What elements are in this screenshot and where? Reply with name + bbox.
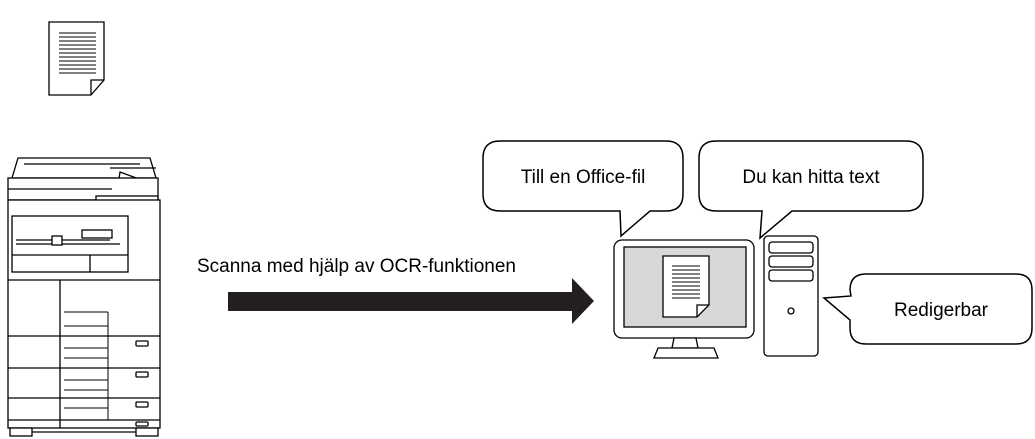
arrow-right-icon: [228, 278, 594, 324]
bubble-search-text: Du kan hitta text: [742, 167, 880, 188]
speech-bubble-search: Du kan hitta text: [698, 140, 924, 240]
bubble-office-text: Till en Office-fil: [521, 167, 646, 188]
speech-bubble-office: Till en Office-fil: [482, 140, 684, 238]
multifunction-printer-icon: [7, 157, 161, 437]
speech-bubble-edit: Redigerbar: [822, 273, 1033, 345]
bubble-edit-text: Redigerbar: [894, 300, 989, 321]
computer-tower-icon: [763, 235, 819, 357]
ocr-caption: Scanna med hjälp av OCR-funktionen: [197, 256, 516, 277]
document-icon: [48, 21, 105, 96]
monitor-icon: [613, 239, 755, 359]
